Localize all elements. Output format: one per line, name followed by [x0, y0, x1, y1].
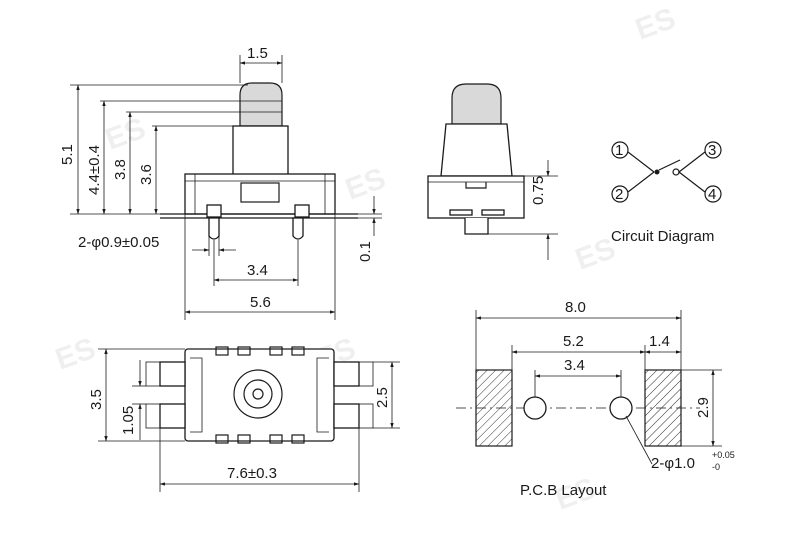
dim-top-width: 1.5 — [247, 45, 268, 62]
terminal-right-top — [333, 361, 360, 387]
dim-height-36: 3.6 — [138, 164, 155, 185]
pcb-layout: 8.0 5.2 1.4 3.4 2.9 2-φ1.0 +0.05 -0 P.C.… — [456, 299, 735, 499]
terminal-left-bottom — [159, 403, 186, 429]
front-housing — [427, 175, 525, 219]
dim-pcb-hole: 2-φ1.0 — [651, 455, 695, 472]
watermark-text: ES — [341, 162, 390, 207]
terminal-left-top — [159, 361, 186, 387]
watermark-text: ES — [631, 2, 680, 47]
dim-bottom-25: 2.5 — [374, 387, 391, 408]
terminal-right-bottom — [333, 403, 360, 429]
pcb-hole-left — [523, 396, 547, 420]
dim-pcb-total: 8.0 — [565, 299, 586, 316]
pcb-pad-left — [475, 369, 513, 447]
dim-pcb-center: 5.2 — [563, 333, 584, 350]
pcb-title: P.C.B Layout — [520, 482, 607, 499]
circuit-diagram: 1 2 3 4 Circuit Diagram — [611, 141, 722, 245]
dim-body-width: 5.6 — [250, 294, 271, 311]
dim-pcb-tol-plus: +0.05 — [712, 450, 735, 460]
pcb-hole-right — [609, 396, 633, 420]
circuit-title: Circuit Diagram — [611, 228, 714, 245]
dim-075: 0.75 — [530, 176, 547, 205]
pin-right — [292, 217, 304, 240]
dim-pcb-height: 2.9 — [695, 397, 712, 418]
front-view: 0.75 — [427, 83, 558, 260]
dim-height-44: 4.4±0.4 — [86, 145, 103, 195]
dim-pin-span: 3.4 — [247, 262, 268, 279]
dim-bottom-width: 7.6±0.3 — [227, 465, 277, 482]
actuator-cap — [239, 82, 283, 127]
dim-height-total: 5.1 — [59, 144, 76, 165]
front-stem — [440, 123, 513, 177]
front-pin — [464, 218, 489, 235]
pin-4-circle — [704, 185, 722, 203]
watermark-text: ES — [101, 112, 150, 157]
dim-01: 0.1 — [357, 241, 374, 262]
pin-4-label: 4 — [708, 186, 716, 203]
bottom-housing — [184, 348, 335, 442]
pcb-pad-right — [644, 369, 682, 447]
dim-height-38: 3.8 — [112, 159, 129, 180]
dim-pin-diameter: 2-φ0.9±0.05 — [78, 234, 159, 251]
watermark-text: ES — [51, 332, 100, 377]
dim-pcb-inner: 3.4 — [564, 357, 585, 374]
pin-1-circle — [611, 141, 629, 159]
pin-3-circle — [704, 141, 722, 159]
dim-bottom-35: 3.5 — [88, 389, 105, 410]
pin-left — [208, 217, 220, 240]
dim-pcb-tol-minus: -0 — [712, 462, 720, 472]
bottom-view: 3.5 1.05 2.5 7.6±0.3 — [88, 346, 400, 492]
dim-pcb-pad: 1.4 — [649, 333, 670, 350]
pin-2-label: 2 — [615, 186, 623, 203]
pin-2-circle — [611, 185, 629, 203]
side-view: 1.5 5.1 4.4±0.4 3.8 3.6 2-φ0.9±0.05 3.4 … — [59, 45, 382, 320]
dim-bottom-105: 1.05 — [120, 406, 137, 435]
pin-1-label: 1 — [615, 142, 623, 159]
actuator-outer-circle — [233, 369, 283, 419]
actuator-stem — [232, 125, 289, 178]
front-cap — [451, 83, 502, 125]
pin-3-label: 3 — [708, 142, 716, 159]
